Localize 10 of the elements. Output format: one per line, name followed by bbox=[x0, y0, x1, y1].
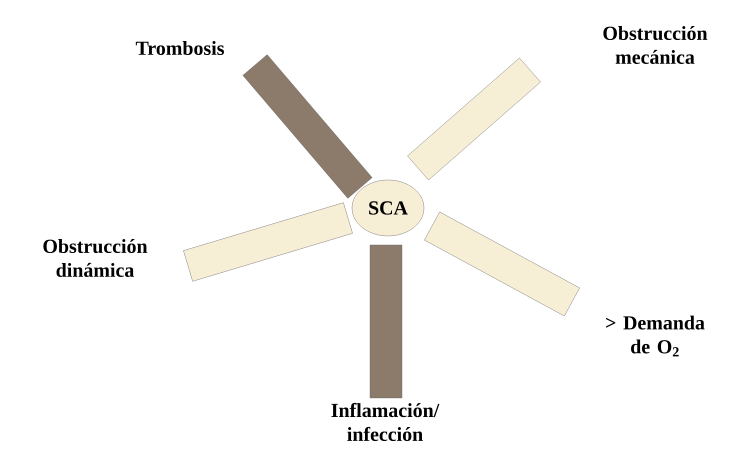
bar bbox=[370, 244, 402, 398]
bar bbox=[242, 54, 372, 199]
bar-label: Obstrucción mecánica bbox=[603, 26, 708, 64]
bar bbox=[407, 58, 541, 180]
bar-label: Inflamación/ infección bbox=[331, 402, 440, 442]
bar-label: Trombosis bbox=[136, 40, 224, 55]
bar-label: Obstrucción dinámica bbox=[43, 239, 148, 277]
bar bbox=[424, 212, 580, 316]
bar-label: > Demanda de O$_{2}$ bbox=[606, 316, 705, 356]
bar bbox=[183, 202, 353, 282]
